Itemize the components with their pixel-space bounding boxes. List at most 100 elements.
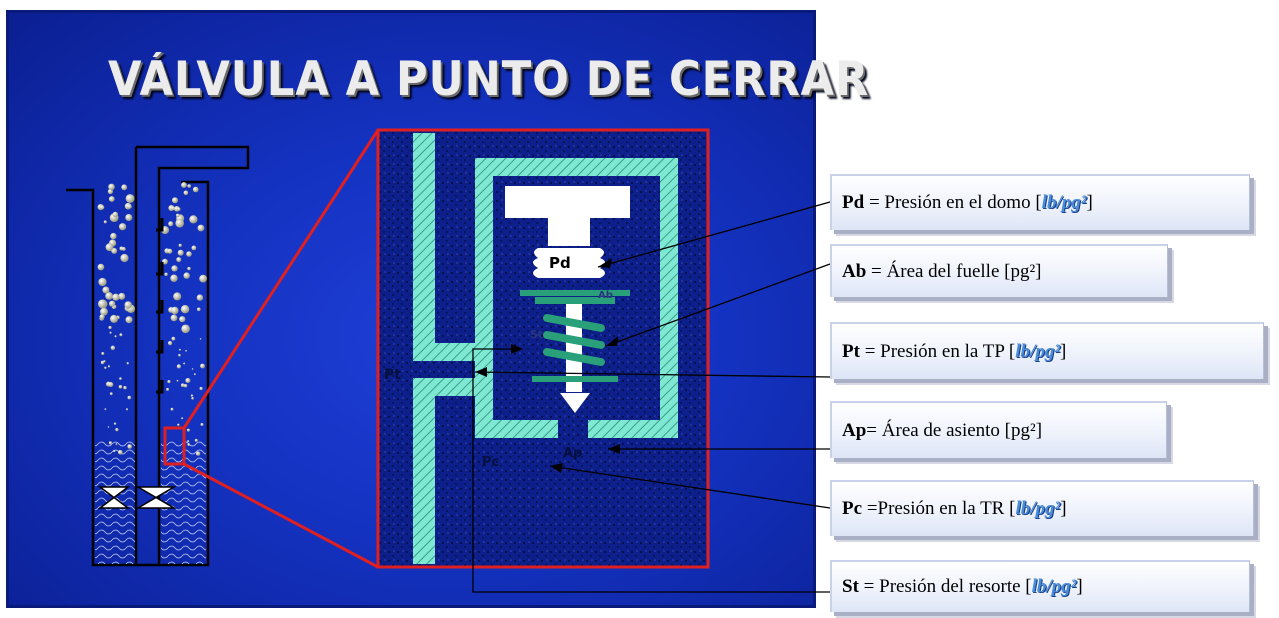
- gas-bubble: [109, 331, 112, 334]
- callout-pc: Pc =Presión en la TR [lb/pg²]: [830, 480, 1254, 536]
- gas-bubble: [178, 243, 182, 247]
- gas-bubble: [125, 194, 135, 203]
- gas-bubble: [110, 345, 116, 350]
- gas-bubble: [119, 333, 123, 337]
- unit-lb-pg2: lb/pg²: [1015, 340, 1061, 362]
- gas-bubble: [200, 363, 205, 369]
- gas-bubble: [108, 441, 112, 445]
- gas-bubble: [197, 224, 205, 232]
- gas-bubble: [191, 368, 194, 370]
- label-pt: Pt: [384, 367, 401, 383]
- gas-bubble: [109, 392, 113, 396]
- gas-bubble: [121, 247, 126, 251]
- label-pc: Pc: [482, 455, 499, 470]
- gas-bubble: [170, 274, 178, 282]
- gas-bubble: [190, 394, 194, 397]
- gas-bubble: [185, 378, 191, 383]
- gas-bubble: [178, 353, 181, 357]
- gas-bubble: [112, 293, 120, 301]
- gas-bubble: [179, 316, 186, 323]
- gas-bubble: [171, 336, 176, 341]
- gas-bubble: [183, 362, 186, 365]
- gas-bubble: [110, 232, 117, 240]
- gas-bubble: [125, 408, 129, 411]
- gas-bubble: [187, 440, 190, 443]
- gas-bubble: [108, 382, 114, 387]
- gas-bubble: [176, 364, 181, 369]
- gas-bubble: [180, 305, 190, 314]
- gas-bubble: [103, 220, 107, 224]
- callout-pt: Pt = Presión en la TP [lb/pg²]: [830, 322, 1264, 379]
- label-pd: Pd: [549, 254, 571, 272]
- gas-bubble: [181, 324, 190, 334]
- gas-bubble: [181, 383, 185, 388]
- gas-bubble: [125, 214, 133, 221]
- unit-lb-pg2: lb/pg²: [1015, 498, 1061, 519]
- unit-lb-pg2: lb/pg²: [1031, 576, 1077, 597]
- gas-bubble: [124, 301, 132, 309]
- gas-bubble: [167, 380, 171, 384]
- gas-bubble: [121, 184, 128, 191]
- label-ab: Ab: [598, 290, 613, 301]
- gas-bubble: [199, 386, 203, 391]
- gas-bubble: [126, 362, 129, 365]
- gas-bubble: [170, 407, 174, 411]
- callout-pd: Pd = Presión en el domo [lb/pg²]: [830, 174, 1250, 230]
- gas-bubble: [104, 366, 107, 369]
- gas-bubble: [177, 207, 181, 211]
- label-st: St: [530, 328, 543, 341]
- gas-bubble: [112, 211, 119, 218]
- callout-ab: Ab = Área del fuelle [pg²]: [830, 244, 1168, 297]
- gas-bubble: [115, 428, 119, 432]
- gas-bubble: [187, 184, 191, 188]
- gas-bubble: [183, 272, 190, 279]
- gas-bubble: [191, 397, 194, 400]
- gas-bubble: [199, 338, 202, 340]
- gas-bubble: [125, 316, 133, 324]
- gas-bubble: [192, 186, 199, 193]
- gas-bubble: [183, 384, 188, 388]
- gas-bubble: [176, 379, 179, 382]
- gas-bubble: [120, 451, 123, 454]
- gas-bubble: [181, 182, 187, 188]
- gas-bubble: [110, 314, 118, 323]
- gas-bubble: [176, 257, 182, 263]
- gas-bubble: [119, 223, 127, 231]
- gas-bubble: [127, 204, 132, 209]
- gas-bubble: [183, 190, 189, 196]
- gas-bubble: [197, 307, 201, 312]
- gas-bubble: [108, 196, 115, 202]
- gas-bubble: [113, 422, 117, 425]
- well-schematic: [66, 145, 250, 567]
- leader-lines: [472, 201, 831, 593]
- label-ap: Ap: [563, 446, 582, 461]
- gas-bubble: [98, 299, 107, 309]
- gas-bubble: [167, 248, 173, 254]
- gas-bubble: [170, 314, 178, 322]
- gas-bubble: [187, 443, 191, 446]
- gas-bubble: [115, 443, 118, 445]
- callout-ap: Ap= Área de asiento [pg²]: [830, 401, 1167, 458]
- gas-bubble: [107, 365, 111, 368]
- unit-lb-pg2: lb/pg²: [1041, 192, 1087, 213]
- gas-bubble: [193, 373, 196, 376]
- gas-bubble: [97, 263, 105, 271]
- gas-bubble: [164, 272, 168, 276]
- gas-bubble: [187, 266, 191, 271]
- gas-bubble: [200, 423, 204, 426]
- callout-st: St = Presión del resorte [lb/pg²]: [830, 560, 1250, 612]
- gas-bubble: [127, 395, 132, 400]
- gas-bubble: [173, 292, 182, 301]
- gas-bubble: [172, 197, 178, 204]
- gas-bubble: [108, 325, 112, 330]
- gas-bubble: [185, 350, 188, 352]
- gas-bubble: [186, 428, 190, 432]
- gas-bubble: [179, 348, 181, 351]
- gas-bubble: [194, 438, 198, 442]
- gas-bubble: [168, 341, 173, 346]
- gas-bubble: [100, 205, 105, 210]
- gas-bubble: [118, 292, 126, 300]
- gas-bubble: [189, 215, 198, 224]
- gas-bubble: [107, 426, 110, 428]
- gas-bubble: [177, 423, 180, 426]
